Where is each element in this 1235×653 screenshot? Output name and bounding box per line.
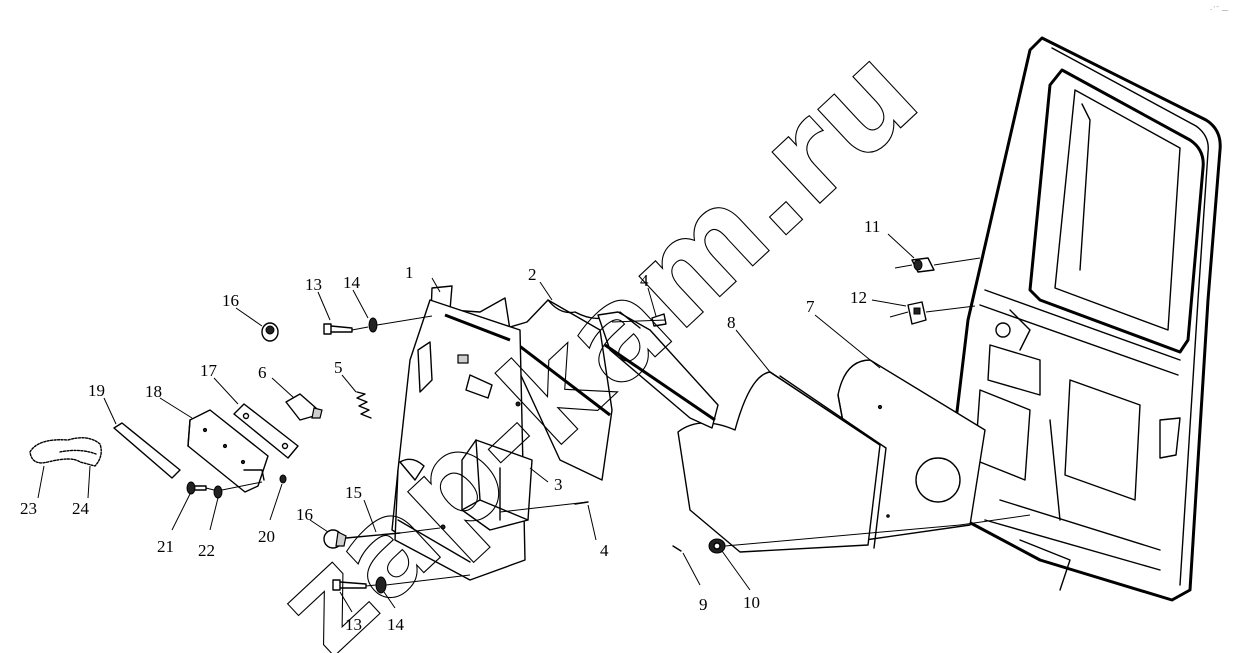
nut-21-drawing <box>186 481 196 495</box>
callout-13-top: 13 <box>305 275 322 294</box>
clip-11-drawing <box>911 257 935 273</box>
bracket-3-drawing <box>461 439 533 531</box>
callout-5: 5 <box>334 358 343 377</box>
leader-lines <box>37 233 1031 613</box>
watermark-text: zap-kam.ru <box>250 19 946 653</box>
callout-8: 8 <box>727 313 736 332</box>
callout-19: 19 <box>88 381 105 400</box>
corner-mark: ·´¯ — <box>1210 6 1228 14</box>
clip-9-drawing <box>672 545 682 552</box>
callout-23: 23 <box>20 499 37 518</box>
callout-labels: 1 2 3 4 4 5 6 7 8 9 10 11 12 13 13 14 14… <box>20 217 880 634</box>
strip-19-drawing <box>113 422 181 479</box>
callout-3: 3 <box>554 475 563 494</box>
callout-2: 2 <box>528 265 537 284</box>
switch-6-drawing <box>285 393 323 421</box>
callout-1: 1 <box>405 263 414 282</box>
callout-17: 17 <box>200 361 218 380</box>
cap-16-top-drawing <box>261 322 279 342</box>
callout-14-top: 14 <box>343 273 361 292</box>
callout-7: 7 <box>806 297 815 316</box>
washer-14-top-drawing <box>368 317 378 333</box>
nut-20-drawing <box>279 474 287 484</box>
callout-16-bottom: 16 <box>296 505 313 524</box>
callout-21: 21 <box>157 537 174 556</box>
callout-10: 10 <box>743 593 760 612</box>
callout-9: 9 <box>699 595 708 614</box>
callout-16-top: 16 <box>222 291 239 310</box>
callout-20: 20 <box>258 527 275 546</box>
callout-4-top: 4 <box>640 271 649 290</box>
bolt-21-shank-drawing <box>194 485 207 491</box>
callout-15: 15 <box>345 483 362 502</box>
callout-11: 11 <box>864 217 880 236</box>
handle-23-24-drawing <box>29 437 102 467</box>
callout-4-right: 4 <box>600 541 609 560</box>
callout-22: 22 <box>198 541 215 560</box>
washer-22-drawing <box>213 485 223 499</box>
callout-13-bottom: 13 <box>345 615 362 634</box>
panel-8-drawing <box>677 371 887 553</box>
cap-16-bottom-drawing <box>323 529 347 549</box>
door-frame-drawing <box>948 36 1222 602</box>
clip-12-drawing <box>907 301 927 325</box>
screw-15-drawing <box>345 532 401 539</box>
callout-14-bottom: 14 <box>387 615 405 634</box>
panel-2-drawing <box>499 299 719 481</box>
callout-18: 18 <box>145 382 162 401</box>
callout-6: 6 <box>258 363 267 382</box>
grommet-10-drawing <box>708 538 726 554</box>
spring-5-drawing <box>356 391 372 419</box>
callout-12: 12 <box>850 288 867 307</box>
callout-24: 24 <box>72 499 90 518</box>
bracket-18-drawing <box>187 409 269 493</box>
plate-17-drawing <box>233 403 299 459</box>
bolt-13-top-drawing <box>323 323 353 335</box>
